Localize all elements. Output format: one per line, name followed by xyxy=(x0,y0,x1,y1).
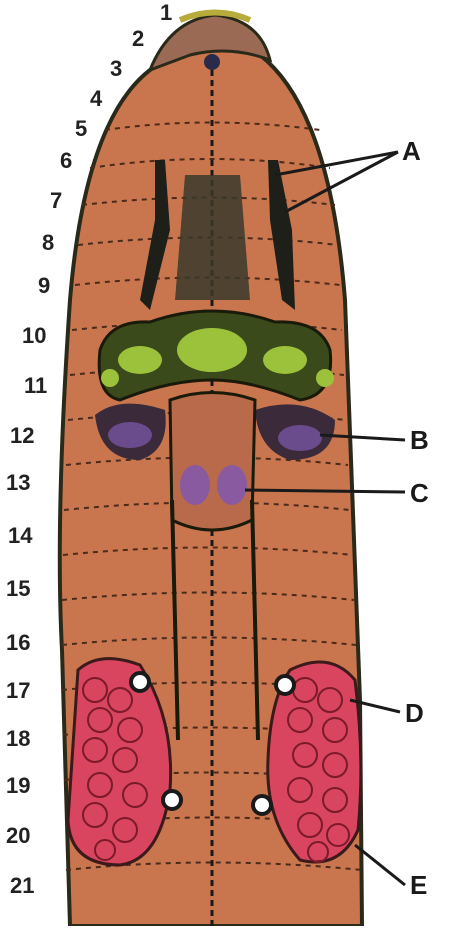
pore-19-left xyxy=(163,791,181,809)
pharynx-web xyxy=(175,175,250,300)
segment-label-17: 17 xyxy=(6,680,30,702)
callout-label-c: C xyxy=(410,480,429,506)
callout-label-b: B xyxy=(410,427,429,453)
pore-17-left xyxy=(131,673,149,691)
ganglion-left xyxy=(118,346,162,374)
callout-label-d: D xyxy=(405,700,424,726)
pore-17-right xyxy=(276,676,294,694)
structure-c-left xyxy=(180,465,210,505)
segment-label-15: 15 xyxy=(6,578,30,600)
segment-label-6: 6 xyxy=(60,150,72,172)
segment-label-18: 18 xyxy=(6,728,30,750)
segment-label-7: 7 xyxy=(50,190,62,212)
segment-label-16: 16 xyxy=(6,632,30,654)
ganglion-dot-left xyxy=(101,369,119,387)
gland-purple-right xyxy=(278,425,322,451)
segment-label-13: 13 xyxy=(6,472,30,494)
segment-label-14: 14 xyxy=(8,525,32,547)
ganglion-right xyxy=(263,346,307,374)
segment-label-3: 3 xyxy=(110,58,122,80)
structure-c-right xyxy=(217,465,247,505)
gland-purple-left xyxy=(108,422,152,448)
segment-label-9: 9 xyxy=(38,275,50,297)
segment-label-12: 12 xyxy=(10,425,34,447)
ganglion-center xyxy=(177,328,247,372)
segment-label-11: 11 xyxy=(24,375,47,397)
segment-label-5: 5 xyxy=(75,118,87,140)
callout-label-a: A xyxy=(402,138,421,164)
segment-label-19: 19 xyxy=(6,775,30,797)
pore-19-right xyxy=(253,796,271,814)
segment-label-20: 20 xyxy=(6,825,30,847)
gut-tube xyxy=(170,393,255,531)
segment-label-2: 2 xyxy=(132,28,144,50)
segment-label-10: 10 xyxy=(22,325,46,347)
mouth-dot xyxy=(204,54,220,70)
segment-label-4: 4 xyxy=(90,88,102,110)
segment-label-21: 21 xyxy=(10,875,34,897)
ganglion-dot-right xyxy=(316,369,334,387)
segment-label-8: 8 xyxy=(42,232,54,254)
segment-label-1: 1 xyxy=(160,2,172,24)
callout-label-e: E xyxy=(410,872,427,898)
